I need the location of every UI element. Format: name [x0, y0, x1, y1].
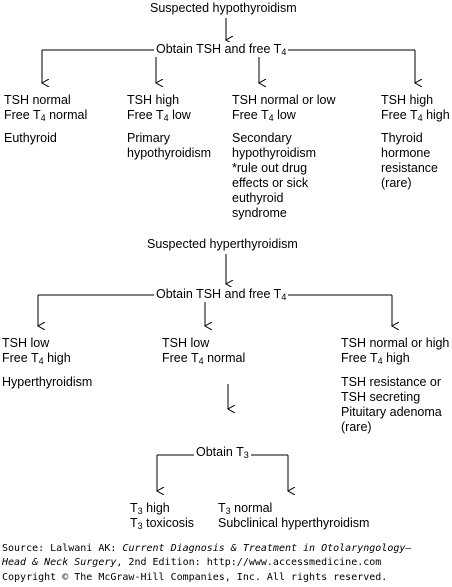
t3-branch-1: T3 high T3 toxicosis	[130, 501, 195, 531]
t3-branch-2: T3 normal Subclinical hyperthyroidism	[218, 501, 370, 530]
hyper-result-3: TSH resistance or TSH secreting Pituitar…	[341, 375, 442, 434]
hyper-title: Suspected hyperthyroidism	[147, 237, 298, 251]
hypo-branch-4: TSH high Free T4 high	[381, 93, 450, 123]
hypo-obtain-node: Obtain TSH and free T4	[154, 42, 289, 57]
hyper-obtain-node: Obtain TSH and free T4	[154, 287, 289, 302]
hypo-branch-3: TSH normal or low Free T4 low	[232, 93, 336, 123]
hypo-branch-2: TSH high Free T4 low	[127, 93, 191, 123]
hypo-result-3: Secondary hypothyroidism *rule out drug …	[232, 131, 317, 220]
source-citation: Source: Lalwani AK: Current Diagnosis & …	[2, 543, 412, 568]
copyright-notice: Copyright © The McGraw-Hill Companies, I…	[2, 572, 388, 583]
hypo-result-2: Primary hypothyroidism	[127, 131, 212, 160]
hypo-result-1: Euthyroid	[4, 131, 57, 145]
hyper-branch-1: TSH low Free T4 high	[2, 336, 71, 366]
hypo-branch-1: TSH normal Free T4 normal	[4, 93, 88, 123]
obtain-t3-node: Obtain T3	[194, 445, 251, 460]
hypo-title: Suspected hypothyroidism	[150, 1, 297, 15]
hyper-result-1: Hyperthyroidism	[2, 375, 93, 389]
hyper-branch-3: TSH normal or high Free T4 high	[341, 336, 450, 366]
hyper-branch-2: TSH low Free T4 normal	[162, 336, 246, 366]
hypo-result-4: Thyroid hormone resistance (rare)	[381, 131, 438, 190]
